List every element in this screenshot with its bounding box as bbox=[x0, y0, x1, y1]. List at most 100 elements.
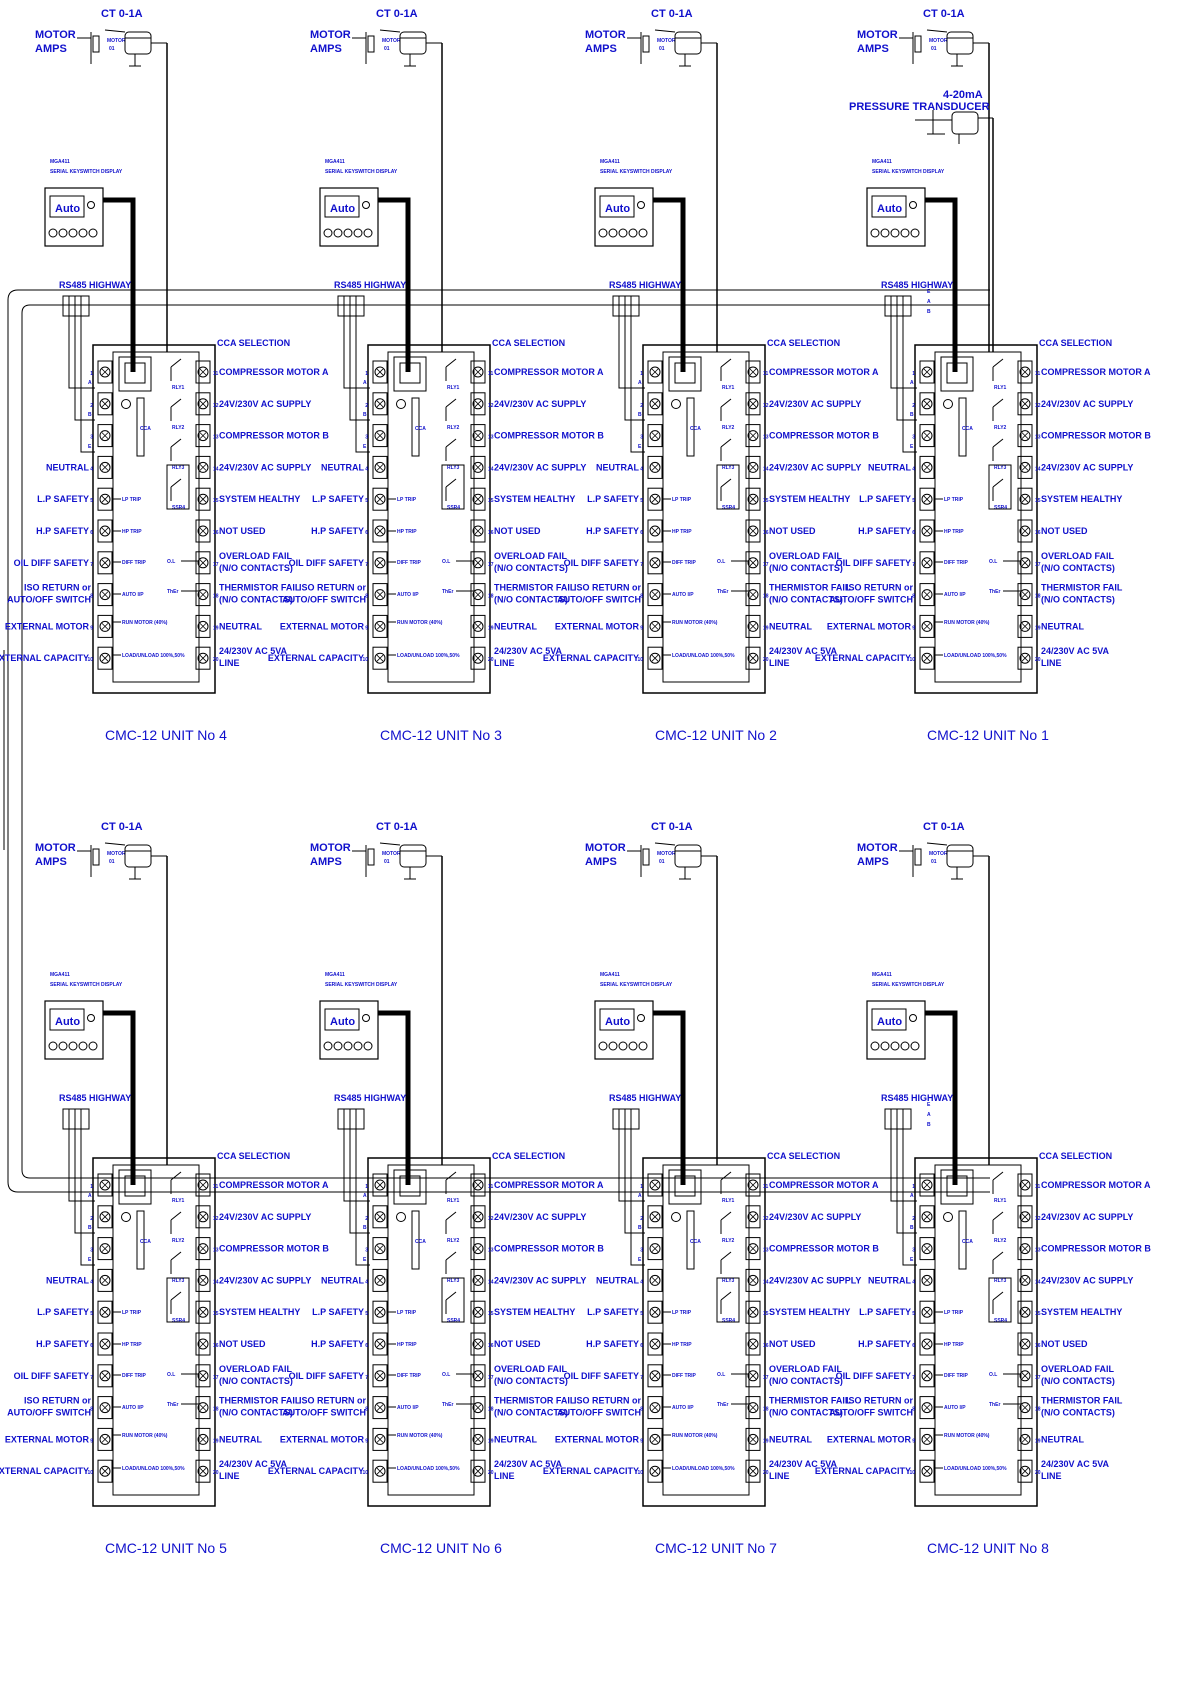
display-housing bbox=[866, 1000, 926, 1060]
terminal-label: L.P SAFETY bbox=[37, 1307, 89, 1317]
terminal-screw bbox=[921, 398, 933, 410]
relay-label: RLY3 bbox=[722, 1278, 735, 1284]
terminal-label: 24V/230V AC SUPPLY bbox=[769, 462, 861, 472]
terminal-screw bbox=[921, 620, 933, 632]
input-tag: RUN MOTOR (40%) bbox=[944, 1433, 990, 1439]
display-cable bbox=[925, 197, 958, 372]
terminal-number: 20 bbox=[488, 1470, 494, 1476]
display-led bbox=[637, 201, 645, 209]
terminal-number: 9 bbox=[365, 625, 368, 631]
terminal-screw bbox=[649, 620, 661, 632]
terminal-label: (N/O CONTACTS) bbox=[494, 563, 568, 573]
terminal-number: 10 bbox=[362, 1470, 368, 1476]
terminal-screw bbox=[99, 1370, 111, 1382]
terminal-number: 6 bbox=[640, 530, 643, 536]
terminal-number: 15 bbox=[763, 1311, 769, 1317]
terminal-left bbox=[372, 1237, 388, 1261]
terminal-letter: B bbox=[363, 1225, 367, 1231]
terminal-label: (N/O CONTACTS) bbox=[769, 595, 843, 605]
terminal-screw bbox=[99, 589, 111, 601]
wire-b bbox=[74, 316, 95, 421]
terminal-number: 12 bbox=[763, 403, 769, 409]
terminal-right bbox=[745, 1237, 761, 1261]
terminal-letter: B bbox=[638, 412, 642, 418]
display-led bbox=[362, 201, 370, 209]
wire-b bbox=[896, 316, 917, 421]
terminal-label: 24/230V AC 5VA bbox=[219, 1459, 288, 1469]
wire-a bbox=[343, 1129, 370, 1202]
terminal-screw bbox=[374, 1338, 386, 1350]
ct-body bbox=[946, 31, 974, 55]
terminal-left bbox=[919, 519, 935, 543]
rs485-connector bbox=[884, 1108, 912, 1130]
ct-body bbox=[674, 31, 702, 55]
terminal-number: 19 bbox=[213, 1438, 219, 1444]
motor-amps-label: AMPS bbox=[585, 856, 617, 868]
terminal-number: 1 bbox=[912, 371, 915, 377]
relay-block bbox=[441, 1277, 465, 1323]
terminal-letter: B bbox=[910, 412, 914, 418]
motor-tag-no: 01 bbox=[659, 46, 665, 52]
terminal-right bbox=[195, 1427, 211, 1451]
rs485-label: RS485 HIGHWAY bbox=[334, 1093, 406, 1103]
terminal-screw bbox=[1019, 1370, 1031, 1382]
terminal-right bbox=[195, 646, 211, 670]
cca-dip-label: CCA bbox=[140, 426, 151, 432]
terminal-number: 18 bbox=[763, 1407, 769, 1413]
terminal-letter: B bbox=[638, 1225, 642, 1231]
terminal-number: 12 bbox=[1035, 1216, 1041, 1222]
terminal-left bbox=[647, 1459, 663, 1483]
board-inner bbox=[387, 351, 475, 683]
terminal-right bbox=[470, 646, 486, 670]
terminal-number: 20 bbox=[1035, 657, 1041, 663]
input-tag: RUN MOTOR (40%) bbox=[122, 1433, 168, 1439]
motor-amps-label: AMPS bbox=[35, 43, 67, 55]
terminal-letter: B bbox=[88, 1225, 92, 1231]
mounting-hole bbox=[943, 399, 953, 409]
display-button bbox=[880, 228, 890, 238]
terminal-screw bbox=[921, 1370, 933, 1382]
bus-letter: A bbox=[927, 299, 931, 305]
terminal-number: 14 bbox=[488, 466, 494, 472]
terminal-right bbox=[1017, 1268, 1033, 1292]
terminal-number: 19 bbox=[763, 1438, 769, 1444]
display-housing bbox=[594, 187, 654, 247]
terminal-screw bbox=[374, 430, 386, 442]
terminal-number: 8 bbox=[90, 1407, 93, 1413]
motor-tag: MOTOR bbox=[657, 38, 676, 44]
terminal-number: 5 bbox=[365, 498, 368, 504]
terminal-right bbox=[1017, 1427, 1033, 1451]
terminal-letter: A bbox=[638, 380, 642, 386]
terminal-left bbox=[647, 1332, 663, 1356]
terminal-label: COMPRESSOR MOTOR A bbox=[494, 1180, 604, 1190]
motor-tag-no: 01 bbox=[931, 46, 937, 52]
terminal-label: (N/O CONTACTS) bbox=[769, 563, 843, 573]
terminal-number: 15 bbox=[1035, 498, 1041, 504]
display-screen bbox=[324, 1008, 360, 1031]
terminal-label: 24V/230V AC SUPPLY bbox=[1041, 1275, 1133, 1285]
terminal-screw bbox=[921, 1211, 933, 1223]
terminal-screw bbox=[649, 398, 661, 410]
terminal-number: 18 bbox=[213, 1407, 219, 1413]
terminal-screw bbox=[99, 1338, 111, 1350]
terminal-left bbox=[372, 1300, 388, 1324]
terminal-screw bbox=[374, 1243, 386, 1255]
terminal-screw bbox=[472, 366, 484, 378]
terminal-screw bbox=[921, 589, 933, 601]
mounting-hole bbox=[943, 1212, 953, 1222]
display-button bbox=[343, 228, 353, 238]
terminal-number: 18 bbox=[763, 594, 769, 600]
display-screen bbox=[49, 195, 85, 218]
terminal-right bbox=[1017, 1237, 1033, 1261]
terminal-right bbox=[195, 392, 211, 416]
terminal-screw bbox=[1019, 1243, 1031, 1255]
cca-selection-label: CCA SELECTION bbox=[492, 338, 565, 348]
